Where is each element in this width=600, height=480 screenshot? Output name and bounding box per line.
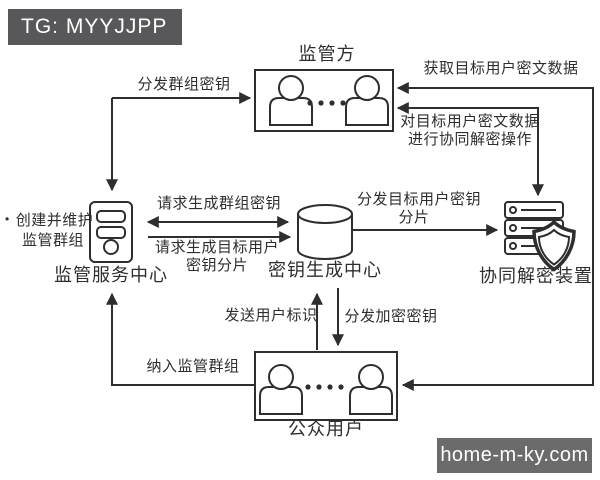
edge-join-group xyxy=(106,292,255,386)
edge-label-request-group-key: 请求生成群组密钥 xyxy=(156,195,282,212)
supervisor-label: 监管方 xyxy=(298,44,356,64)
server-tower-icon xyxy=(89,201,133,263)
edge-label-join-group: 纳入监管群组 xyxy=(146,358,240,375)
edge-label-distribute-enc-key: 分发加密密钥 xyxy=(344,308,438,325)
edge-label-distribute-key-shard-line2: 分片 xyxy=(398,209,430,226)
ellipsis-dots xyxy=(307,100,346,106)
edge-label-get-ciphertext: 获取目标用户密文数据 xyxy=(423,60,579,77)
decrypt-device-label: 协同解密装置 xyxy=(479,266,593,286)
supervisor-box xyxy=(254,69,394,132)
service-center-note-line1: 创建并维护 xyxy=(15,212,94,229)
edge-label-collab-decrypt-line2: 进行协同解密操作 xyxy=(407,131,533,148)
edge-distribute-group-key xyxy=(106,92,252,192)
ellipsis-dots xyxy=(305,384,344,390)
edge-label-request-key-shard-line2: 密钥分片 xyxy=(185,257,249,274)
edge-label-send-user-id: 发送用户标识 xyxy=(224,307,318,324)
edge-label-distribute-key-shard-line1: 分发目标用户密钥 xyxy=(356,191,482,208)
server-rack-shield-icon xyxy=(504,201,576,272)
public-users-box xyxy=(254,351,398,421)
key-center-label: 密钥生成中心 xyxy=(268,260,382,280)
edge-get-ciphertext xyxy=(396,82,594,391)
public-users-label: 公众用户 xyxy=(288,419,364,439)
shield-icon xyxy=(532,219,576,272)
edge-label-distribute-group-key: 分发群组密钥 xyxy=(137,76,231,93)
edge-label-collab-decrypt-line1: 对目标用户密文数据 xyxy=(400,113,540,130)
database-cylinder-icon xyxy=(297,204,353,260)
service-center-note-line2: 监管群组 xyxy=(22,232,85,249)
bullet-marker: • xyxy=(5,212,10,226)
service-center-note: • 创建并维护 xyxy=(5,212,93,229)
edge-collab-decrypt xyxy=(396,102,544,197)
site-watermark: home-m-ky.com xyxy=(437,438,592,473)
edge-label-request-key-shard-line1: 请求生成目标用户 xyxy=(154,239,280,256)
service-center-label: 监管服务中心 xyxy=(54,265,168,285)
telegram-badge: TG: MYYJJPP xyxy=(8,9,183,45)
